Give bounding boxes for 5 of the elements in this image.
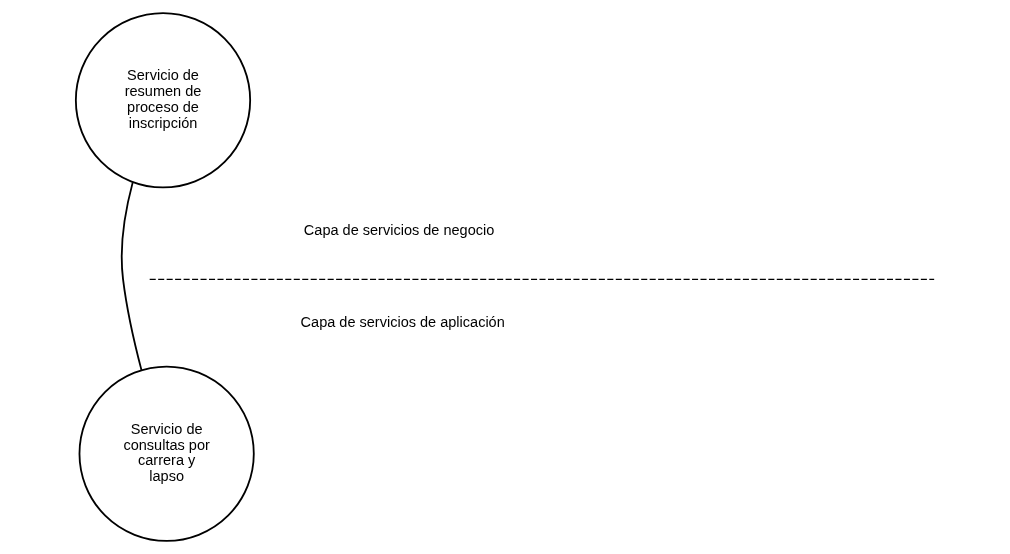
node-circle: Servicio de resumen de proceso de inscripción <box>74 12 252 189</box>
label: Capa de servicios de negocio <box>303 221 495 238</box>
label: Capa de servicios de aplicación <box>300 313 505 330</box>
connector <box>120 181 143 372</box>
node-circle: Servicio de consultas por carrera y lapso <box>78 365 255 542</box>
